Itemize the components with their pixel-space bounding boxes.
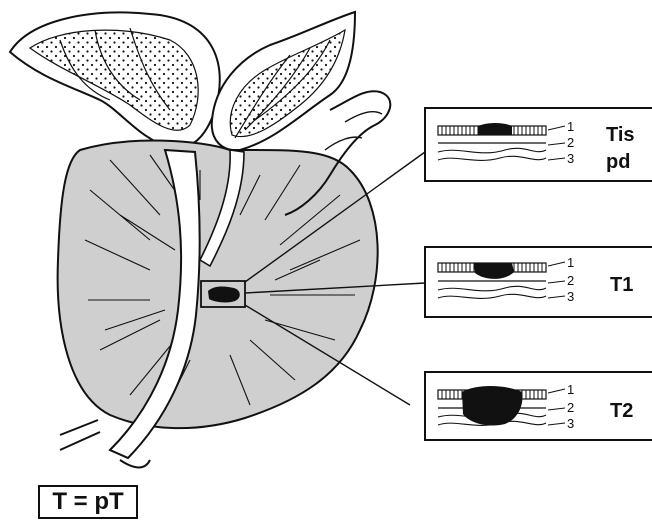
tumor-mass xyxy=(208,286,240,302)
tis-stage-label: Tis xyxy=(606,124,635,146)
t1-stage-label: T1 xyxy=(610,274,633,296)
t2-stage-label: T2 xyxy=(610,400,633,422)
tis-layer-2: 2 xyxy=(567,135,574,150)
t2-layer-3: 3 xyxy=(567,416,574,431)
prostate-gland xyxy=(58,141,378,429)
legend-text: T = pT xyxy=(52,490,123,514)
seminal-vesicles xyxy=(10,12,355,150)
t2-layer-2: 2 xyxy=(567,400,574,415)
tis-stage-sublabel: pd xyxy=(606,151,630,173)
tis-layer-1: 1 xyxy=(567,119,574,134)
t1-layer-3: 3 xyxy=(567,289,574,304)
t1-layer-2: 2 xyxy=(567,273,574,288)
t1-layer-1: 1 xyxy=(567,255,574,270)
t2-layer-1: 1 xyxy=(567,382,574,397)
legend-box: T = pT xyxy=(38,485,138,519)
tis-tumor xyxy=(478,123,512,135)
tis-layer-3: 3 xyxy=(567,151,574,166)
